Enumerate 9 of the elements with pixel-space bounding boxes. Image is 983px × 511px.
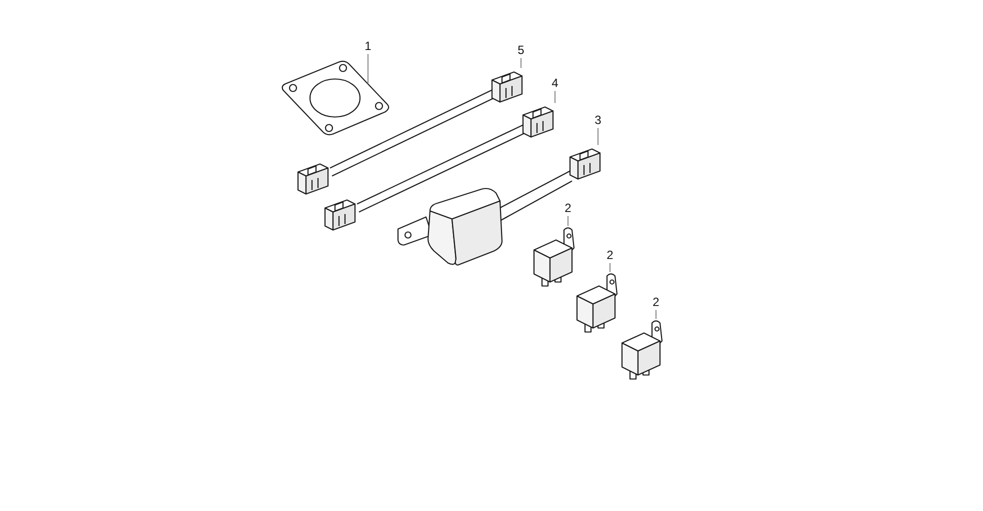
callout-number: 4 — [548, 76, 562, 90]
callout-number: 2 — [561, 201, 575, 215]
callout-number: 3 — [591, 113, 605, 127]
callout-number: 2 — [603, 248, 617, 262]
leader-line — [554, 90, 556, 104]
callout-number: 5 — [514, 43, 528, 57]
callout-number: 1 — [361, 39, 375, 53]
callout-number: 2 — [649, 295, 663, 309]
leader-line — [520, 58, 522, 68]
